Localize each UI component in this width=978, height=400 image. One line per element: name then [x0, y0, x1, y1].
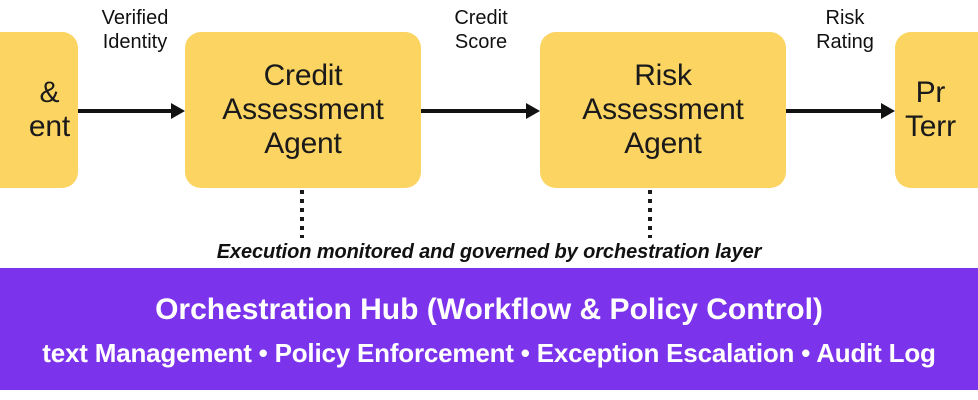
governance-connector-risk — [648, 190, 652, 238]
agent-node-pricing-terms-label: Pr Terr — [905, 76, 956, 143]
orchestration-hub-banner: Orchestration Hub (Workflow & Policy Con… — [0, 268, 978, 390]
agent-node-kyc[interactable]: & ent — [0, 32, 78, 188]
agent-node-risk-assessment-label: Risk Assessment Agent — [582, 59, 744, 160]
orchestration-hub-subtitle: text Management • Policy Enforcement • E… — [42, 337, 936, 368]
governance-caption: Execution monitored and governed by orch… — [216, 241, 762, 263]
flow-arrow-kyc-to-credit — [78, 103, 185, 119]
arrow-head-icon — [881, 103, 895, 119]
edge-label-credit-score: Credit Score — [454, 7, 508, 53]
arrow-shaft — [786, 109, 882, 113]
arrow-shaft — [78, 109, 172, 113]
flow-arrow-risk-to-pricing — [786, 103, 895, 119]
governance-connector-credit — [300, 190, 304, 238]
flow-arrow-credit-to-risk — [421, 103, 540, 119]
arrow-shaft — [421, 109, 527, 113]
agent-node-credit-assessment-label: Credit Assessment Agent — [222, 59, 384, 160]
arrow-head-icon — [526, 103, 540, 119]
arrow-head-icon — [171, 103, 185, 119]
edge-label-verified-identity: Verified Identity — [101, 7, 169, 53]
agent-node-credit-assessment[interactable]: Credit Assessment Agent — [185, 32, 421, 188]
orchestration-hub-title: Orchestration Hub (Workflow & Policy Con… — [155, 292, 823, 326]
agent-node-risk-assessment[interactable]: Risk Assessment Agent — [540, 32, 786, 188]
agent-node-kyc-label: & ent — [28, 76, 70, 143]
agent-node-pricing-terms[interactable]: Pr Terr — [895, 32, 978, 188]
edge-label-risk-rating: Risk Rating — [816, 7, 874, 53]
